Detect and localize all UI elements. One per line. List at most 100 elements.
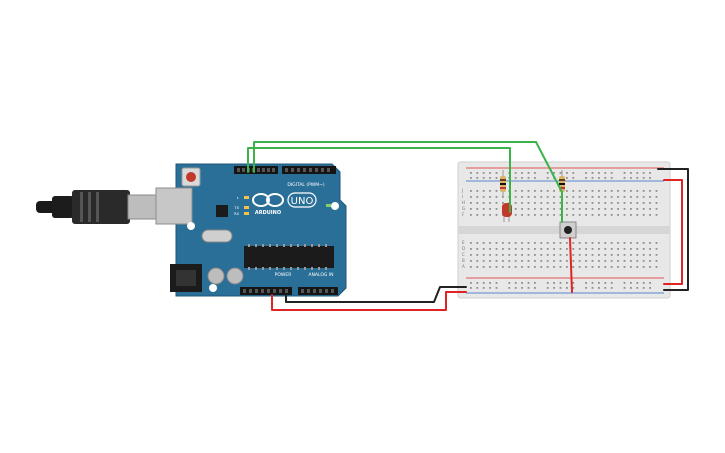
breadboard-hole[interactable] <box>559 287 562 289</box>
breadboard-hole[interactable] <box>540 242 543 244</box>
breadboard-hole[interactable] <box>534 260 536 262</box>
breadboard-hole[interactable] <box>482 196 485 198</box>
breadboard-hole[interactable] <box>572 248 575 250</box>
breadboard-hole[interactable] <box>591 202 594 204</box>
breadboard-hole[interactable] <box>623 214 626 216</box>
breadboard-hole[interactable] <box>578 260 581 262</box>
breadboard-hole[interactable] <box>470 248 472 250</box>
breadboard-hole[interactable] <box>470 287 472 289</box>
breadboard-hole[interactable] <box>630 248 632 250</box>
breadboard-hole[interactable] <box>604 260 607 262</box>
breadboard-hole[interactable] <box>489 242 491 244</box>
breadboard-hole[interactable] <box>470 208 472 210</box>
breadboard-hole[interactable] <box>546 202 549 204</box>
breadboard-hole[interactable] <box>470 260 472 262</box>
breadboard-hole[interactable] <box>649 248 651 250</box>
arduino-board[interactable]: UNO ARDUINO DIGITAL (PWM~) POWER ANALOG … <box>155 163 347 297</box>
breadboard-hole[interactable] <box>482 287 485 289</box>
breadboard-hole[interactable] <box>649 260 651 262</box>
breadboard-hole[interactable] <box>598 287 600 289</box>
breadboard-hole[interactable] <box>585 196 587 198</box>
breadboard-hole[interactable] <box>540 208 543 210</box>
breadboard-hole[interactable] <box>476 282 479 284</box>
breadboard-hole[interactable] <box>482 177 485 179</box>
breadboard-hole[interactable] <box>470 242 472 244</box>
breadboard-hole[interactable] <box>642 254 645 256</box>
breadboard-hole[interactable] <box>623 177 626 179</box>
breadboard-hole[interactable] <box>604 214 607 216</box>
power-header[interactable] <box>240 287 292 295</box>
breadboard-hole[interactable] <box>649 266 651 268</box>
breadboard-hole[interactable] <box>578 266 581 268</box>
breadboard-hole[interactable] <box>630 196 632 198</box>
breadboard-hole[interactable] <box>585 248 587 250</box>
breadboard-hole[interactable] <box>591 248 594 250</box>
breadboard-hole[interactable] <box>649 208 651 210</box>
breadboard-hole[interactable] <box>585 287 587 289</box>
breadboard-hole[interactable] <box>540 260 543 262</box>
breadboard-hole[interactable] <box>566 177 568 179</box>
breadboard-hole[interactable] <box>546 242 549 244</box>
breadboard-hole[interactable] <box>610 242 613 244</box>
breadboard-hole[interactable] <box>495 190 498 192</box>
breadboard-hole[interactable] <box>489 266 491 268</box>
breadboard-hole[interactable] <box>482 202 485 204</box>
analog-header[interactable] <box>298 287 338 295</box>
breadboard-hole[interactable] <box>604 254 607 256</box>
breadboard-hole[interactable] <box>470 196 472 198</box>
breadboard-hole[interactable] <box>546 287 549 289</box>
breadboard-hole[interactable] <box>617 208 619 210</box>
breadboard-hole[interactable] <box>470 177 472 179</box>
breadboard-hole[interactable] <box>546 208 549 210</box>
breadboard-hole[interactable] <box>489 196 491 198</box>
breadboard-hole[interactable] <box>521 266 523 268</box>
digital-header-left[interactable] <box>234 166 278 174</box>
breadboard-hole[interactable] <box>514 202 517 204</box>
breadboard-hole[interactable] <box>636 254 639 256</box>
breadboard-hole[interactable] <box>534 248 536 250</box>
breadboard-hole[interactable] <box>598 282 600 284</box>
breadboard-hole[interactable] <box>546 248 549 250</box>
reset-button-cap[interactable] <box>186 172 196 182</box>
breadboard-hole[interactable] <box>553 260 555 262</box>
breadboard-hole[interactable] <box>527 260 530 262</box>
breadboard-hole[interactable] <box>566 172 568 174</box>
breadboard-hole[interactable] <box>527 172 530 174</box>
breadboard-hole[interactable] <box>572 282 575 284</box>
breadboard-hole[interactable] <box>598 208 600 210</box>
breadboard-hole[interactable] <box>642 260 645 262</box>
breadboard-hole[interactable] <box>521 208 523 210</box>
breadboard-hole[interactable] <box>598 266 600 268</box>
breadboard-hole[interactable] <box>476 260 479 262</box>
breadboard-hole[interactable] <box>553 196 555 198</box>
breadboard-hole[interactable] <box>649 282 651 284</box>
breadboard-hole[interactable] <box>578 254 581 256</box>
breadboard-hole[interactable] <box>476 248 479 250</box>
breadboard-hole[interactable] <box>636 196 639 198</box>
breadboard-hole[interactable] <box>527 287 530 289</box>
breadboard-hole[interactable] <box>591 177 594 179</box>
breadboard-hole[interactable] <box>630 190 632 192</box>
wire-green-button[interactable] <box>253 141 563 223</box>
breadboard-hole[interactable] <box>591 260 594 262</box>
breadboard-hole[interactable] <box>585 266 587 268</box>
breadboard-hole[interactable] <box>470 266 472 268</box>
breadboard-hole[interactable] <box>534 177 536 179</box>
breadboard-hole[interactable] <box>617 248 619 250</box>
breadboard-hole[interactable] <box>636 177 639 179</box>
breadboard-hole[interactable] <box>476 172 479 174</box>
breadboard-hole[interactable] <box>514 266 517 268</box>
breadboard-hole[interactable] <box>502 260 504 262</box>
breadboard-hole[interactable] <box>495 282 498 284</box>
breadboard-hole[interactable] <box>585 242 587 244</box>
breadboard-hole[interactable] <box>546 177 549 179</box>
breadboard-hole[interactable] <box>482 208 485 210</box>
breadboard-hole[interactable] <box>591 208 594 210</box>
breadboard-hole[interactable] <box>470 214 472 216</box>
breadboard-hole[interactable] <box>598 242 600 244</box>
breadboard-hole[interactable] <box>534 190 536 192</box>
breadboard-hole[interactable] <box>489 177 491 179</box>
breadboard-hole[interactable] <box>623 196 626 198</box>
breadboard-hole[interactable] <box>521 254 523 256</box>
breadboard-hole[interactable] <box>572 266 575 268</box>
